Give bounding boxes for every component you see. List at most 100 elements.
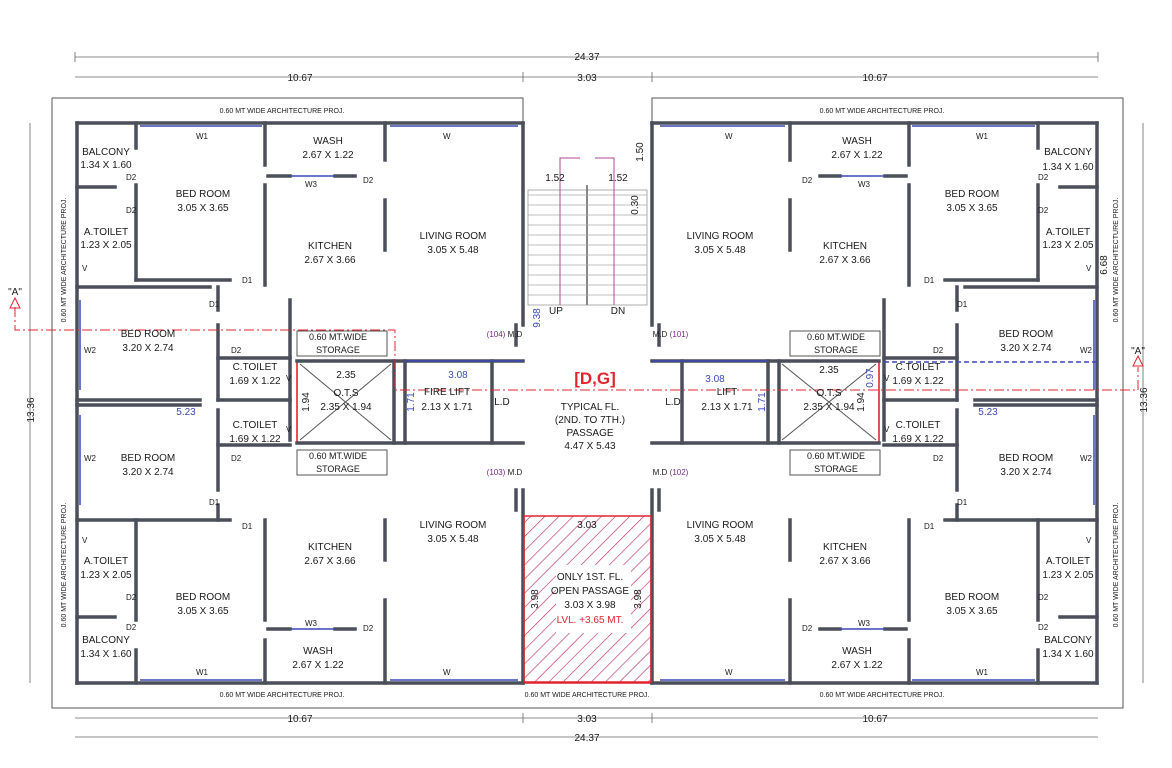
tag-d1: D1 [924,522,935,531]
a-toilet-name: A.TOILET [84,227,128,238]
passage-line4: 4.47 X 5.43 [564,441,616,452]
balcony-name: BALCONY [82,147,130,158]
ots-right-width: 2.35 [819,365,839,376]
a-toilet-name: A.TOILET [84,556,128,567]
stair-width-right: 1.52 [608,173,628,184]
storage-name: 0.60 MT.WIDE [309,451,367,461]
tag-w1: W1 [976,132,989,141]
opening-tags: W1 W W W1 W1 W W W1 W3 W3 W3 W3 W2 W2 W2… [82,132,1093,677]
tag-d2: D2 [126,593,137,602]
tag-d2: D2 [126,623,137,632]
overall-width-bottom: 24.37 [574,733,599,744]
tag-v: V [1086,264,1092,273]
bedroom-name: BED ROOM [945,189,999,200]
height-left: 13.36 [26,397,37,422]
tag-w2: W2 [84,346,97,355]
stair-length: 9.38 [532,308,543,328]
fire-lift-depth: 1.71 [406,392,417,412]
tag-d2: D2 [363,176,374,185]
balcony-size: 1.34 X 1.60 [80,649,132,660]
wash-name: WASH [842,646,872,657]
right-width-bottom: 10.67 [862,714,887,725]
kitchen-size: 2.67 X 3.66 [304,255,356,266]
c-toilet-size: 1.69 X 1.22 [229,434,281,445]
tag-d2: D2 [231,454,242,463]
kitchen-size: 2.67 X 3.66 [304,556,356,567]
proj-label-left-top: 0.60 MT WIDE ARCHITECTURE PROJ. [61,198,68,323]
storage-right-bottom [789,449,881,476]
living-name: LIVING ROOM [420,231,487,242]
tag-w3: W3 [858,619,871,628]
tag-d1: D1 [957,498,968,507]
proj-label-left-bottom: 0.60 MT WIDE ARCHITECTURE PROJ. [61,503,68,628]
side-dimensions: 13.36 13.36 6.68 [26,123,1150,683]
fire-lift-width: 3.08 [448,370,468,381]
tag-w: W [443,132,451,141]
c-toilet-name: C.TOILET [233,420,278,431]
tag-d2: D2 [933,454,944,463]
center-width-top: 3.03 [577,73,597,84]
bedroom-size: 3.05 X 3.65 [946,606,998,617]
tag-w: W [443,668,451,677]
tag-v: V [884,425,890,434]
labels-left-bottom: C.TOILET 1.69 X 1.22 0.60 MT.WIDE STORAG… [80,420,486,671]
storage-name: 0.60 MT.WIDE [807,451,865,461]
tag-v: V [286,374,292,383]
stair-up: UP [549,306,563,317]
a-toilet-size: 1.23 X 2.05 [1042,240,1094,251]
kitchen-size: 2.67 X 3.66 [819,255,871,266]
living-size: 3.05 X 5.48 [694,245,746,256]
proj-label-bottom-center: 0.60 MT WIDE ARCHITECTURE PROJ. [525,692,650,699]
main-door-103: M.D [508,468,523,477]
living-name: LIVING ROOM [687,231,754,242]
wash-size: 2.67 X 1.22 [831,660,883,671]
storage-name: 0.60 MT.WIDE [807,332,865,342]
tag-d1: D1 [242,276,253,285]
balcony-name: BALCONY [1044,635,1092,646]
ots-cross-left [299,363,392,441]
c-toilet-name: C.TOILET [896,362,941,373]
tag-w3: W3 [305,180,318,189]
tag-d2: D2 [1038,623,1049,632]
living-size: 3.05 X 5.48 [427,534,479,545]
left-width-bottom: 10.67 [287,714,312,725]
wash-size: 2.67 X 1.22 [831,150,883,161]
tag-d1: D1 [957,300,968,309]
a-toilet-size: 1.23 X 2.05 [80,240,132,251]
half-height-right: 6.68 [1099,255,1110,275]
core-labels: [D,G] TYPICAL FL. (2ND. TO 7TH.) PASSAGE… [176,365,998,626]
unit-104: (104) [487,330,506,339]
tag-v: V [82,536,88,545]
tag-w2: W2 [1080,346,1093,355]
balcony-size: 1.34 X 1.60 [1042,649,1094,660]
ots-left-width: 2.35 [336,370,356,381]
center-width-bottom: 3.03 [577,714,597,725]
c-toilet-name: C.TOILET [233,362,278,373]
tag-d1: D1 [209,498,220,507]
projection-outline: 0.60 MT WIDE ARCHITECTURE PROJ. 0.60 MT … [51,97,1124,709]
bedroom-name: BED ROOM [176,592,230,603]
stair-down: DN [611,306,625,317]
tag-w3: W3 [305,619,318,628]
left-width-top: 10.67 [287,73,312,84]
unit-ids: (104) M.D M.D (101) (103) M.D M.D (102) [487,330,689,477]
tag-v: V [1086,536,1092,545]
tag-d2: D2 [933,346,944,355]
storage-sub: STORAGE [316,345,360,355]
bedroom2-size: 3.20 X 2.74 [1000,343,1052,354]
bedroom-name: BED ROOM [945,592,999,603]
labels-right-bottom: C.TOILET 1.69 X 1.22 0.60 MT.WIDE STORAG… [687,420,1094,671]
lift-door-left: L.D [494,397,510,408]
c-toilet-name: C.TOILET [896,420,941,431]
proj-label-bottom-left: 0.60 MT WIDE ARCHITECTURE PROJ. [220,692,345,699]
bedroom2-size: 3.20 X 2.74 [1000,467,1052,478]
a-toilet-name: A.TOILET [1046,227,1090,238]
tag-w3: W3 [858,180,871,189]
bedroom2-name: BED ROOM [121,329,175,340]
labels-left-top: BALCONY 1.34 X 1.60 BED ROOM 3.05 X 3.65… [80,136,486,387]
ots-left-name: O.T.S [333,388,358,399]
section-line: "A" "A" [8,287,1145,391]
living-name: LIVING ROOM [687,520,754,531]
c-toilet-size: 1.69 X 1.22 [229,376,281,387]
